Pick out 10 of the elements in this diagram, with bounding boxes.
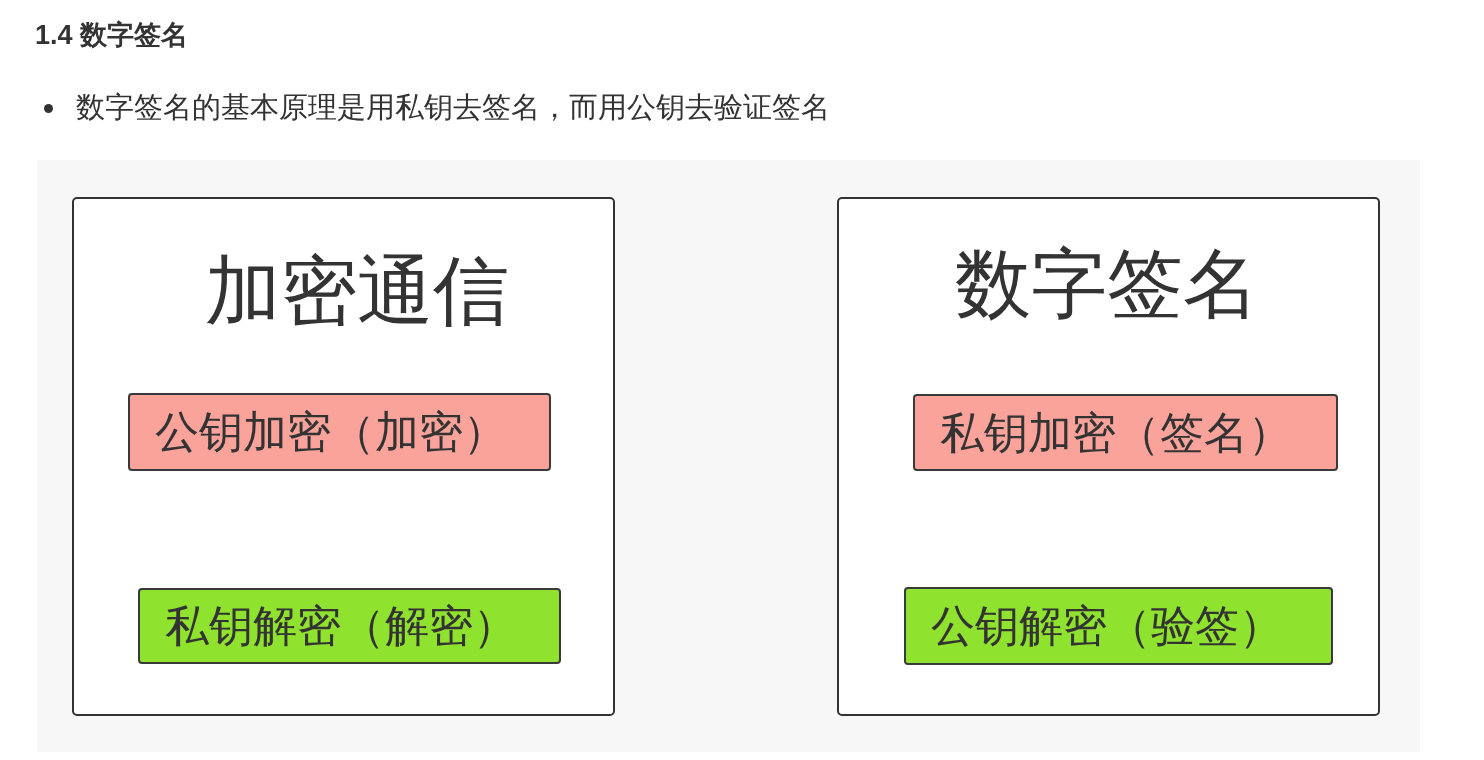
section-heading: 1.4 数字签名	[35, 21, 189, 51]
box-title: 数字签名	[955, 246, 1259, 322]
operation-box: 公钥加密（加密）	[128, 393, 551, 471]
group-box	[72, 197, 615, 716]
box-title: 加密通信	[205, 253, 509, 329]
operation-box: 公钥解密（验签）	[904, 587, 1333, 665]
bullet-text: 数字签名的基本原理是用私钥去签名，而用公钥去验证签名	[76, 92, 830, 124]
group-box	[837, 197, 1380, 716]
operation-box: 私钥解密（解密）	[138, 588, 561, 664]
operation-box: 私钥加密（签名）	[913, 394, 1338, 471]
